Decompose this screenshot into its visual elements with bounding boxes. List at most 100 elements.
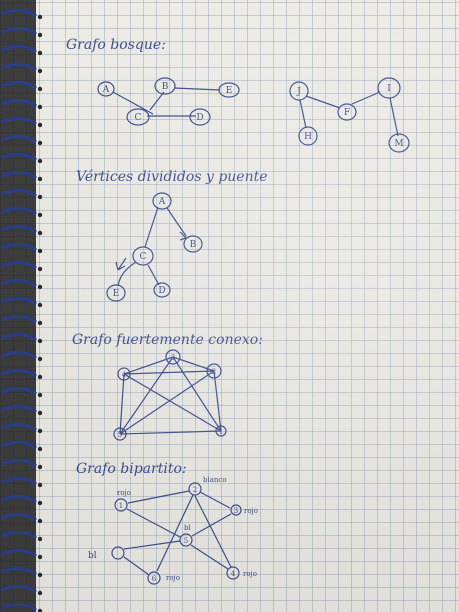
bip-edge-2-3 xyxy=(199,491,231,509)
forest-edge-j-h xyxy=(299,99,307,129)
bip-node-1: 1 xyxy=(114,498,128,512)
cut-vertex-graph: A B C E D xyxy=(106,192,203,302)
binding-hole xyxy=(37,590,43,596)
binding-hole xyxy=(37,374,43,380)
binding-hole xyxy=(37,176,43,182)
spiral-coil xyxy=(1,494,37,504)
forest-edge-b-e xyxy=(173,87,221,91)
bip-label-2: blanco xyxy=(203,476,227,484)
complete-node-4: 4 xyxy=(117,367,131,381)
binding-hole xyxy=(37,284,43,290)
complete-node-1: 1 xyxy=(215,425,227,437)
svg-text:B: B xyxy=(162,82,169,92)
binding-hole xyxy=(37,140,43,146)
svg-text:C: C xyxy=(135,113,142,123)
spiral-coil xyxy=(1,350,37,360)
binding-hole xyxy=(37,266,43,272)
spiral-coil xyxy=(1,476,37,486)
binding-hole xyxy=(37,608,43,612)
spiral-coil xyxy=(1,278,37,288)
svg-text:5: 5 xyxy=(118,431,122,439)
spiral-coil xyxy=(1,188,37,198)
bip-edge-5-4 xyxy=(190,544,229,570)
binding-hole xyxy=(37,428,43,434)
bip-edge-1-5 xyxy=(126,508,181,538)
forest-edge-f-i xyxy=(351,91,381,105)
bipartite-graph: 1 2 3 5 6 4 rojo blanco rojo bl rojo roj… xyxy=(88,476,258,585)
binding-hole xyxy=(37,518,43,524)
binding-hole xyxy=(37,320,43,326)
svg-text:4: 4 xyxy=(231,570,236,578)
forest-node-c: C xyxy=(126,108,150,126)
spiral-coil xyxy=(1,152,37,162)
forest-node-h: H xyxy=(298,126,318,146)
spiral-coil xyxy=(1,386,37,396)
spiral-coil xyxy=(1,566,37,576)
forest-node-d: D xyxy=(189,108,211,126)
binding-hole xyxy=(37,68,43,74)
bip-node-4: 4 xyxy=(226,566,240,580)
svg-text:J: J xyxy=(296,87,301,97)
spiral-coil xyxy=(1,170,37,180)
cut-node-b: B xyxy=(183,235,203,253)
bip-label-1: rojo xyxy=(117,489,131,497)
svg-text:F: F xyxy=(344,108,350,118)
bip-node-3: 3 xyxy=(230,504,242,516)
bip-node-5: 5 xyxy=(179,533,193,547)
spiral-coil xyxy=(1,368,37,378)
bip-node-2: 2 xyxy=(188,482,202,496)
spiral-coil xyxy=(1,44,37,54)
svg-text:2: 2 xyxy=(212,368,216,376)
forest-edge-b-c xyxy=(149,91,165,111)
binding-hole xyxy=(37,248,43,254)
binding-hole xyxy=(37,122,43,128)
complete-node-3: 3 xyxy=(165,349,181,365)
svg-text:2: 2 xyxy=(193,486,197,494)
svg-text:5: 5 xyxy=(184,537,188,545)
complete-node-2: 2 xyxy=(206,363,222,379)
forest-edge-a-b xyxy=(112,91,154,115)
spiral-coil xyxy=(1,260,37,270)
heading-complete: Grafo fuertemente conexo: xyxy=(72,332,263,348)
spiral-coil xyxy=(1,8,37,18)
forest-edge-i-m xyxy=(389,97,399,137)
spiral-coil xyxy=(1,458,37,468)
forest-edge-j-f xyxy=(305,95,341,109)
spiral-coil xyxy=(1,530,37,540)
forest-graph: A B C D E J F I H M xyxy=(97,77,410,153)
spiral-coil xyxy=(1,404,37,414)
cut-edge-c-d xyxy=(147,264,160,286)
binding-hole xyxy=(37,158,43,164)
spiral-coil xyxy=(1,206,37,216)
spiral-coil xyxy=(1,422,37,432)
heading-bipartite: Grafo bipartito: xyxy=(76,461,187,477)
cut-arrow-e xyxy=(115,257,127,271)
cut-node-e: E xyxy=(106,284,126,302)
svg-text:I: I xyxy=(387,84,391,94)
svg-text:4: 4 xyxy=(122,371,127,379)
complete-graph: 3 4 2 5 1 xyxy=(113,349,227,441)
binding-hole xyxy=(37,302,43,308)
heading-cut: Vértices divididos y puente xyxy=(76,169,268,185)
forest-node-j: J xyxy=(289,81,309,101)
spiral-coil xyxy=(1,62,37,72)
spiral-coil xyxy=(1,602,37,612)
binding-hole xyxy=(37,464,43,470)
binding-hole xyxy=(37,338,43,344)
bip-label-4: rojo xyxy=(243,570,257,578)
spiral-coil xyxy=(1,116,37,126)
binding-hole xyxy=(37,572,43,578)
binding-hole xyxy=(37,32,43,38)
bip-label-6: rojo xyxy=(166,574,180,582)
binding-hole xyxy=(37,482,43,488)
spiral-coil xyxy=(1,134,37,144)
svg-text:6: 6 xyxy=(152,575,157,583)
cut-edge-a-b xyxy=(166,207,187,237)
binding-hole xyxy=(37,554,43,560)
spiral-coil xyxy=(1,296,37,306)
spiral-coil xyxy=(1,548,37,558)
forest-node-e: E xyxy=(218,82,240,98)
svg-text:1: 1 xyxy=(119,502,123,510)
